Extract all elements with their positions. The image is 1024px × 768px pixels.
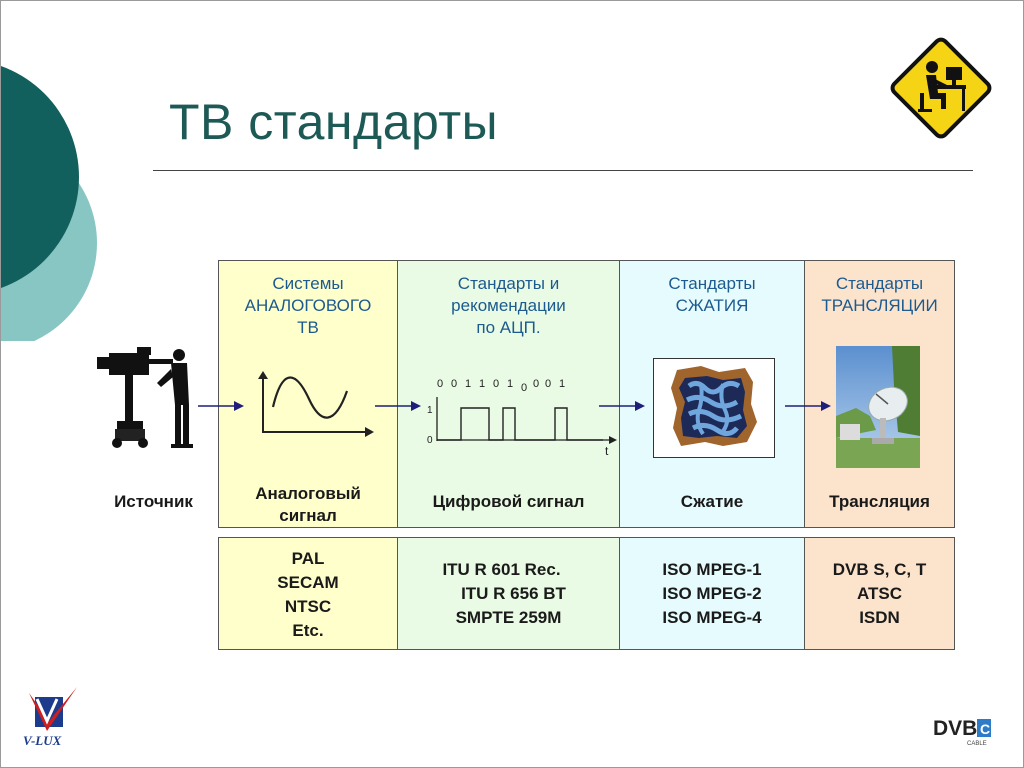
arrow-right-icon <box>198 401 244 411</box>
broadcast-caption: Трансляция <box>829 492 930 511</box>
axis-label-zero: 0 <box>427 435 433 446</box>
bit-label: 1 <box>507 378 513 390</box>
broadcast-heading-line: ТРАНСЛЯЦИИ <box>821 296 938 315</box>
digital-column-box <box>397 260 620 528</box>
standard-item: SECAM <box>277 573 339 592</box>
axis-label-one: 1 <box>427 405 433 416</box>
digital-heading-line: рекомендации <box>451 296 566 315</box>
arrow-right-icon <box>785 401 831 411</box>
dvb-logo-c-icon: C <box>980 721 990 737</box>
dvb-logo-text: DVB <box>933 717 977 740</box>
dvb-logo-subtext: CABLE <box>967 741 987 747</box>
bit-label: 0 <box>493 378 499 390</box>
analog-heading-line: АНАЛОГОВОГО <box>244 296 372 315</box>
compression-caption: Сжатие <box>680 492 744 511</box>
analog-heading: Системы АНАЛОГОВОГО ТВ <box>218 273 398 339</box>
digital-heading: Стандарты и рекомендации по АЦП. <box>397 273 620 339</box>
camera-operator-icon <box>97 347 193 448</box>
compression-standards-list: ISO MPEG-1 ISO MPEG-2 ISO MPEG-4 <box>619 558 805 630</box>
digital-standards-box <box>397 537 620 650</box>
standard-item: NTSC <box>284 597 332 616</box>
vlux-logo-text: V-LUX <box>23 733 62 748</box>
digital-heading-line: Стандарты и <box>457 274 560 293</box>
analog-heading-line: ТВ <box>297 318 319 337</box>
analog-standards-box <box>218 537 398 650</box>
standard-item: ITU R 656 BT <box>461 584 566 603</box>
title-divider <box>153 170 973 171</box>
bit-label: 0 <box>521 382 527 394</box>
standard-item: ISDN <box>859 608 900 627</box>
digital-signal-diagram: 0 0 1 1 0 1 0 0 0 1 1 0 t <box>427 378 617 458</box>
source-caption: Источник <box>114 492 193 511</box>
decorative-circle-dark <box>1 66 79 288</box>
bit-label: 0 <box>545 378 551 390</box>
digital-caption: Цифровой сигнал <box>432 492 585 511</box>
analog-heading-line: Системы <box>272 274 344 293</box>
broadcast-heading: Стандарты ТРАНСЛЯЦИИ <box>804 273 955 317</box>
standard-item: Etc. <box>292 621 324 640</box>
satellite-dish-photo-icon <box>836 346 920 468</box>
compression-heading-line: СЖАТИЯ <box>675 296 749 315</box>
broadcast-heading-line: Стандарты <box>835 274 924 293</box>
compression-image-icon <box>653 358 775 458</box>
slide-title: ТВ стандарты <box>169 94 499 150</box>
bit-label: 0 <box>451 378 457 390</box>
decorative-circles <box>1 66 97 341</box>
broadcast-standards-list: DVB S, C, T ATSC ISDN <box>804 558 955 630</box>
standard-item: ISO MPEG-1 <box>662 560 762 579</box>
arrow-right-icon <box>599 401 645 411</box>
standard-item: PAL <box>291 549 325 568</box>
analog-standards-list: PAL SECAM NTSC Etc. <box>218 547 398 643</box>
standard-item: ITU R 601 Rec. <box>442 560 561 579</box>
standard-item: ATSC <box>856 584 902 603</box>
bit-label: 1 <box>465 378 471 390</box>
bit-label: 0 <box>533 378 539 390</box>
analog-waveform-icon <box>258 371 374 437</box>
dvb-cable-logo: DVB C CABLE <box>933 717 991 747</box>
analog-caption: Аналоговый сигнал <box>255 484 361 525</box>
compression-standards-box <box>619 537 805 650</box>
bit-label: 1 <box>559 378 565 390</box>
computer-worker-sign-icon <box>890 37 992 139</box>
bit-label: 0 <box>437 378 443 390</box>
standard-item: SMPTE 259M <box>455 608 562 627</box>
compression-heading-line: Стандарты <box>668 274 756 293</box>
arrow-right-icon <box>375 401 421 411</box>
compression-heading: Стандарты СЖАТИЯ <box>619 273 805 317</box>
broadcast-standards-box <box>804 537 955 650</box>
standard-item: ISO MPEG-2 <box>662 584 762 603</box>
digital-heading-line: по АЦП. <box>476 318 541 337</box>
bit-label: 1 <box>479 378 485 390</box>
standard-item: ISO MPEG-4 <box>662 608 762 627</box>
axis-label-time: t <box>605 444 609 458</box>
standard-item: DVB S, C, T <box>832 560 927 579</box>
digital-standards-list: ITU R 601 Rec. ITU R 656 BT SMPTE 259M <box>397 558 620 630</box>
vlux-logo: V-LUX <box>23 687 77 748</box>
